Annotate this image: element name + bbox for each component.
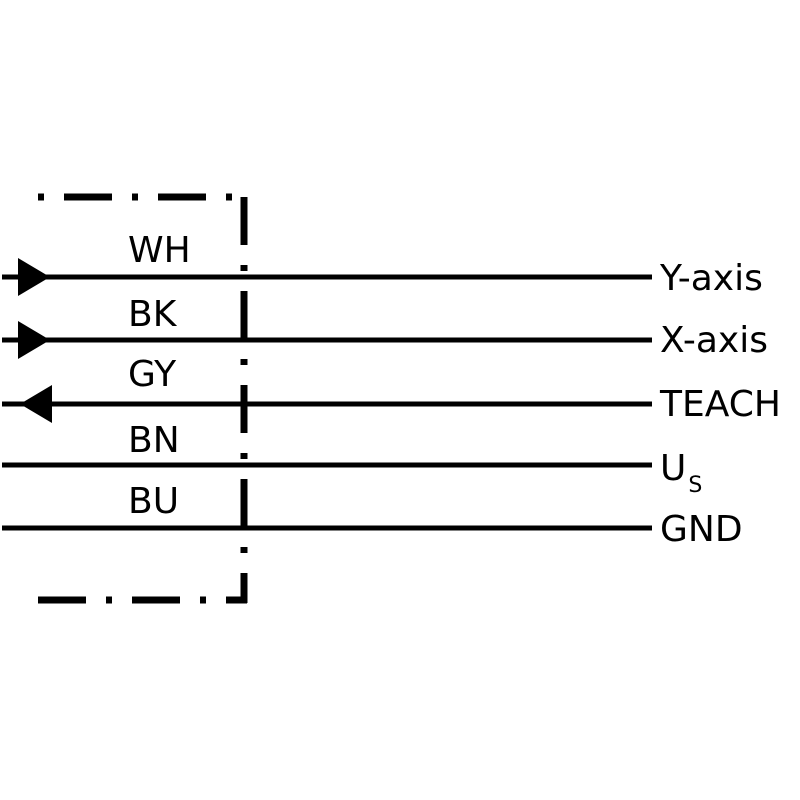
wire-row-5: BU GND bbox=[2, 481, 743, 550]
wire-row-2: BK X-axis bbox=[2, 294, 768, 361]
wire-color-code: WH bbox=[128, 230, 191, 271]
signal-subscript: S bbox=[688, 473, 702, 498]
wire-color-code: GY bbox=[128, 354, 177, 395]
signal-main: U bbox=[660, 448, 686, 489]
wire-row-3: GY TEACH bbox=[2, 354, 781, 425]
signal-label: Y-axis bbox=[659, 258, 763, 299]
arrow-out-icon bbox=[20, 385, 52, 423]
wire-color-code: BN bbox=[128, 420, 180, 461]
arrow-in-icon bbox=[18, 321, 50, 359]
housing-boundary bbox=[38, 193, 248, 604]
wire-color-code: BU bbox=[128, 481, 179, 522]
wire-row-1: WH Y-axis bbox=[2, 230, 763, 299]
signal-label: GND bbox=[660, 509, 743, 550]
signal-label: X-axis bbox=[660, 320, 768, 361]
signal-label: US bbox=[660, 448, 702, 498]
wire-color-code: BK bbox=[128, 294, 178, 335]
arrow-in-icon bbox=[18, 258, 50, 296]
signal-label: TEACH bbox=[659, 384, 781, 425]
wire-row-4: BN US bbox=[2, 420, 702, 498]
